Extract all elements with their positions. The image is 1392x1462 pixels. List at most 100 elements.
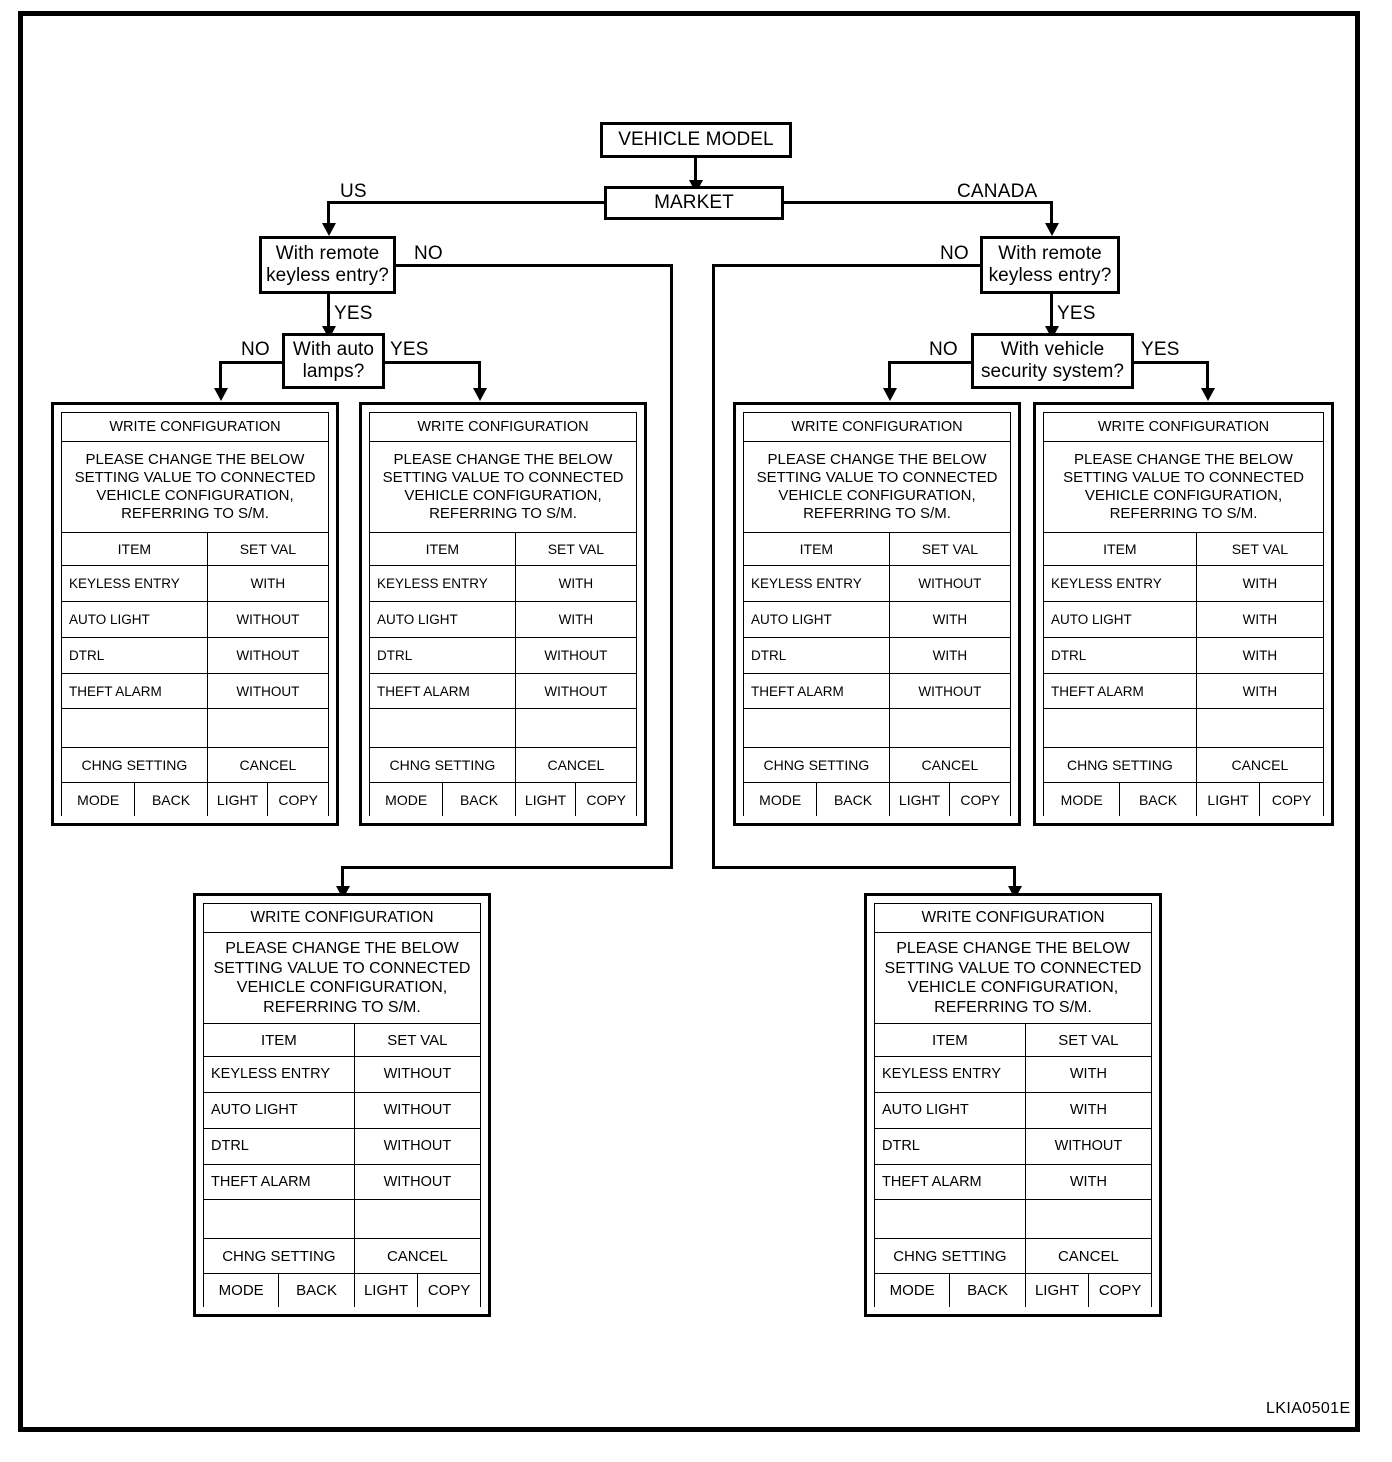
edge-canada-down — [1050, 201, 1053, 227]
copy-button[interactable]: COPY — [576, 783, 637, 816]
table-blank-row — [370, 709, 637, 749]
cancel-button[interactable]: CANCEL — [208, 748, 329, 783]
message-line-4: REFERRING TO S/M. — [934, 998, 1092, 1016]
chng-setting-button[interactable]: CHNG SETTING — [744, 748, 890, 783]
copy-button[interactable]: COPY — [950, 783, 1011, 816]
edge-us-keyless-no-v — [670, 264, 673, 869]
screen-title: WRITE CONFIGURATION — [370, 413, 637, 442]
edge-label-us-keyless-yes: YES — [334, 303, 373, 324]
light-button[interactable]: LIGHT — [1026, 1274, 1090, 1307]
chng-setting-button[interactable]: CHNG SETTING — [204, 1239, 355, 1274]
edge-label-ca-security-yes: YES — [1141, 339, 1180, 360]
node-market-label: MARKET — [654, 191, 734, 213]
screen-title-row: WRITE CONFIGURATION — [875, 904, 1152, 934]
cancel-button[interactable]: CANCEL — [1197, 748, 1324, 783]
chng-setting-button[interactable]: CHNG SETTING — [62, 748, 208, 783]
mode-button[interactable]: MODE — [370, 783, 444, 816]
back-button[interactable]: BACK — [443, 783, 516, 816]
arrowhead-canada — [1045, 223, 1059, 236]
light-button[interactable]: LIGHT — [890, 783, 951, 816]
mode-button[interactable]: MODE — [1044, 783, 1121, 816]
cell-set-value: WITH — [1197, 566, 1324, 601]
chng-setting-button[interactable]: CHNG SETTING — [370, 748, 516, 783]
figure-code: LKIA0501E — [1266, 1400, 1351, 1417]
column-header-set-val: SET VAL — [1026, 1024, 1152, 1057]
back-button[interactable]: BACK — [950, 1274, 1026, 1307]
column-header-set-val: SET VAL — [355, 1024, 481, 1057]
column-header-set-val: SET VAL — [516, 533, 637, 566]
back-button[interactable]: BACK — [817, 783, 890, 816]
screen-title-row: WRITE CONFIGURATION — [1044, 413, 1324, 443]
cell-set-value: WITHOUT — [208, 673, 329, 709]
cell-item-name: KEYLESS ENTRY — [875, 1057, 1026, 1092]
cell-set-value: WITHOUT — [208, 637, 329, 673]
node-us-autolamps-line1: With auto — [292, 338, 375, 360]
mode-button[interactable]: MODE — [875, 1274, 951, 1307]
cell-set-value: WITH — [1026, 1057, 1152, 1092]
page-border — [18, 11, 1360, 1432]
cancel-button[interactable]: CANCEL — [1026, 1239, 1152, 1274]
node-us-keyless-line1: With remote — [275, 242, 380, 264]
light-button[interactable]: LIGHT — [516, 783, 577, 816]
cell-item-name: THEFT ALARM — [204, 1164, 355, 1200]
copy-button[interactable]: COPY — [1260, 783, 1324, 816]
edge-ca-keyless-yes — [1050, 294, 1053, 332]
edge-label-us: US — [340, 181, 367, 202]
copy-button[interactable]: COPY — [418, 1274, 481, 1307]
cancel-button[interactable]: CANCEL — [355, 1239, 481, 1274]
cell-set-value: WITHOUT — [516, 637, 637, 673]
back-button[interactable]: BACK — [135, 783, 208, 816]
cancel-button[interactable]: CANCEL — [890, 748, 1011, 783]
column-header-set-val: SET VAL — [208, 533, 329, 566]
light-button[interactable]: LIGHT — [1197, 783, 1261, 816]
copy-button[interactable]: COPY — [1089, 1274, 1152, 1307]
cell-set-value: WITH — [890, 637, 1011, 673]
cancel-button[interactable]: CANCEL — [516, 748, 637, 783]
light-button[interactable]: LIGHT — [355, 1274, 419, 1307]
mode-button[interactable]: MODE — [744, 783, 818, 816]
back-button[interactable]: BACK — [1120, 783, 1197, 816]
column-header-item: ITEM — [204, 1024, 355, 1057]
cell-set-value: WITH — [1197, 601, 1324, 637]
edge-us-autolamps-no-v — [219, 361, 222, 393]
back-button[interactable]: BACK — [279, 1274, 355, 1307]
chng-setting-button[interactable]: CHNG SETTING — [1044, 748, 1197, 783]
node-market: MARKET — [604, 186, 784, 220]
message-line-4: REFERRING TO S/M. — [1109, 505, 1258, 523]
light-button[interactable]: LIGHT — [208, 783, 269, 816]
mode-button[interactable]: MODE — [62, 783, 136, 816]
column-header-item: ITEM — [1044, 533, 1197, 566]
cell-item-name: THEFT ALARM — [875, 1164, 1026, 1200]
chng-setting-button[interactable]: CHNG SETTING — [875, 1239, 1026, 1274]
table-blank-row — [744, 709, 1011, 749]
copy-button[interactable]: COPY — [268, 783, 329, 816]
cell-set-value: WITHOUT — [355, 1057, 481, 1092]
cell-item-name: THEFT ALARM — [62, 673, 208, 709]
message-line-2: SETTING VALUE TO CONNECTED — [1063, 468, 1304, 486]
cell-item-name: KEYLESS ENTRY — [204, 1057, 355, 1092]
node-ca-security-line1: With vehicle — [1000, 338, 1105, 360]
cell-item-name: AUTO LIGHT — [62, 601, 208, 637]
mode-button[interactable]: MODE — [204, 1274, 280, 1307]
edge-label-ca-keyless-yes: YES — [1057, 303, 1096, 324]
message-line-3: VEHICLE CONFIGURATION, — [1084, 487, 1283, 505]
node-ca-security-line2: security system? — [980, 361, 1125, 382]
screen-title-row: WRITE CONFIGURATION — [204, 904, 481, 934]
